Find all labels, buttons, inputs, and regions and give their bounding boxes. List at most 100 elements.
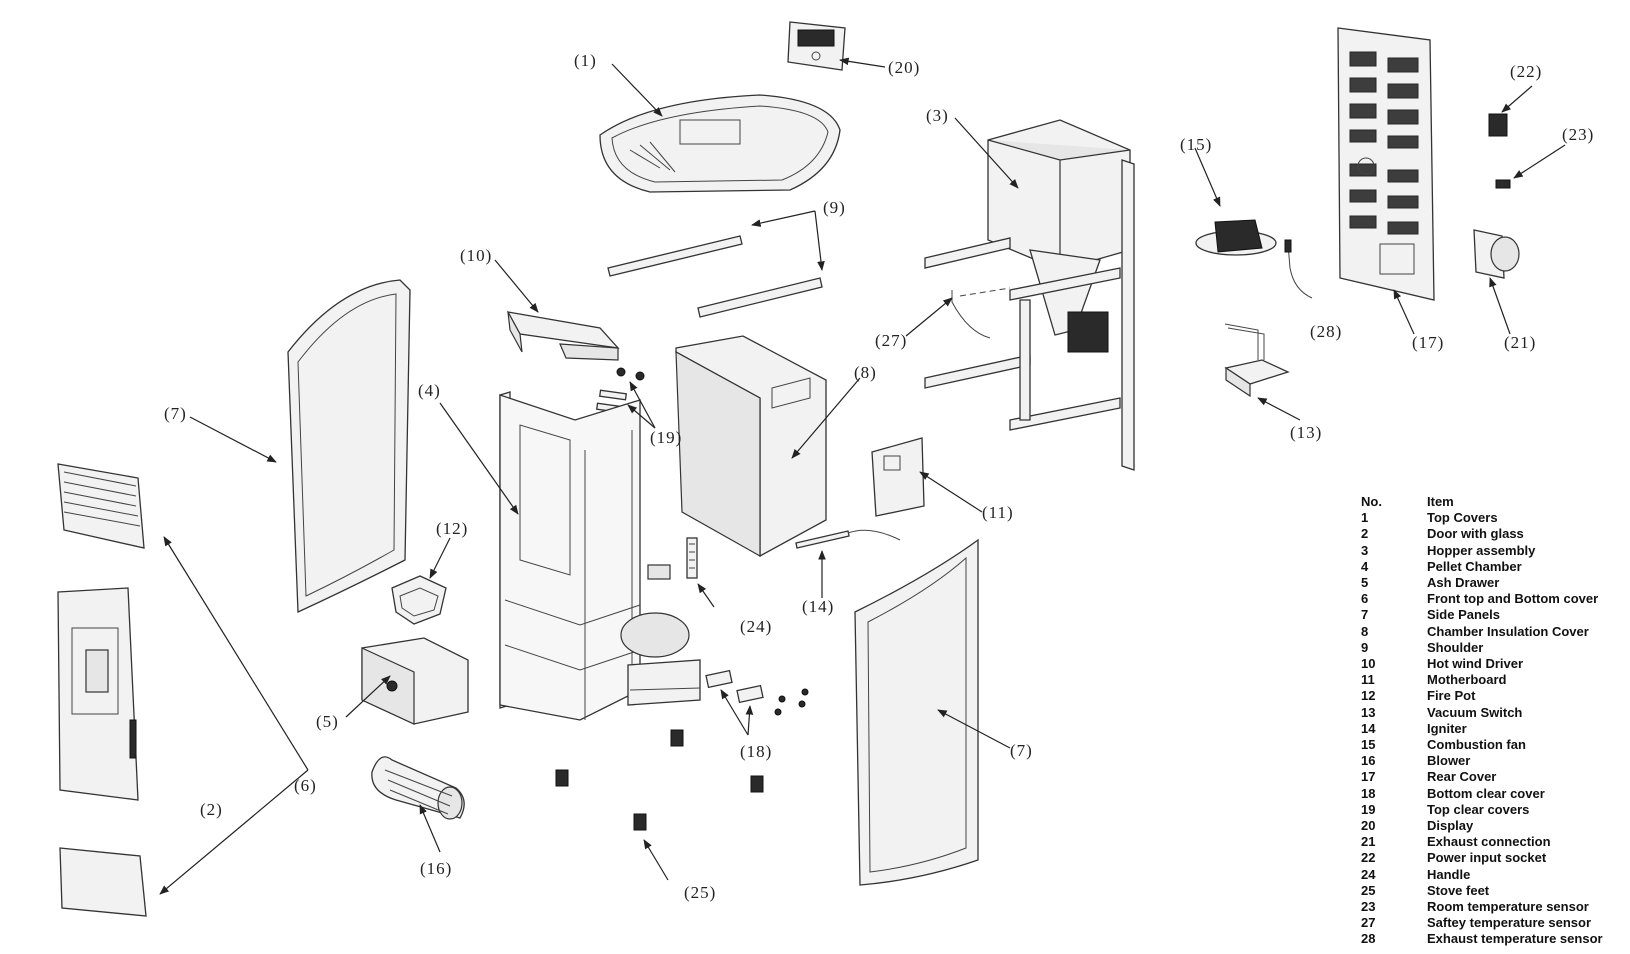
legend-row: 15 Combustion fan: [1361, 737, 1627, 753]
legend-row-number: 11: [1361, 672, 1375, 688]
legend-row-item: Handle: [1427, 866, 1471, 882]
legend-row-item: Bottom clear cover: [1427, 785, 1545, 801]
legend-row-number: 17: [1361, 769, 1376, 785]
legend-row-item: Motherboard: [1427, 672, 1507, 688]
handle: [686, 537, 698, 579]
callout-17: (17): [1412, 333, 1444, 352]
legend-row: 11 Motherboard: [1361, 672, 1627, 688]
callout-19: (19): [650, 428, 682, 447]
callout-2: (2): [200, 800, 223, 819]
legend-row-item: Room temperature sensor: [1427, 899, 1589, 915]
callout-14: (14): [802, 597, 834, 616]
callout-5: (5): [316, 712, 339, 731]
callout-22: (22): [1510, 62, 1542, 81]
callout-3: (3): [926, 106, 949, 125]
side-panel-right: [854, 538, 979, 886]
callout-24: (24): [740, 617, 772, 636]
legend-row: 3 Hopper assembly: [1361, 543, 1627, 559]
legend-row-number: 27: [1361, 915, 1376, 931]
callout-28: (28): [1310, 322, 1342, 341]
callout-labels: (1) (2) (3) (4) (5) (6) (7) (7) (8) (9) …: [164, 51, 1594, 902]
igniter: [795, 529, 901, 549]
legend-row-number: 24: [1361, 866, 1376, 882]
callout-7-left: (7): [164, 404, 187, 423]
legend-row: 28 Exhaust temperature sensor: [1361, 931, 1627, 947]
legend-row-item: Fire Pot: [1427, 688, 1476, 704]
callout-23: (23): [1562, 125, 1594, 144]
legend-row-item: Hopper assembly: [1427, 542, 1536, 558]
legend-row: 20 Display: [1361, 818, 1627, 834]
legend-row-item: Display: [1427, 818, 1474, 834]
callout-12: (12): [436, 519, 468, 538]
legend-row-item: Stove feet: [1427, 882, 1490, 898]
legend-row-number: 15: [1361, 737, 1376, 753]
hot-wind-driver: [506, 311, 620, 361]
bottom-clear-covers: [705, 669, 809, 716]
rear-cover: [1337, 27, 1435, 301]
legend-row-item: Door with glass: [1427, 526, 1524, 542]
callout-6: (6): [294, 776, 317, 795]
legend-row-number: 13: [1361, 704, 1376, 720]
callout-7-right: (7): [1010, 741, 1033, 760]
legend-row-number: 20: [1361, 818, 1376, 834]
legend-row-number: 28: [1361, 931, 1376, 947]
legend-row-item: Top clear covers: [1427, 801, 1530, 817]
legend-row-item: Hot wind Driver: [1427, 656, 1524, 672]
motherboard: [871, 437, 925, 517]
legend-row: 24 Handle: [1361, 867, 1627, 883]
power-input-socket: [1488, 113, 1508, 137]
stove-feet: [555, 729, 764, 831]
callout-11: (11): [982, 503, 1014, 522]
legend-row-number: 5: [1361, 575, 1369, 591]
callout-13: (13): [1290, 423, 1322, 442]
legend-row-number: 3: [1361, 542, 1369, 558]
legend-row-item: Rear Cover: [1427, 769, 1497, 785]
legend-row-number: 4: [1361, 558, 1369, 574]
blower-fan: [371, 756, 465, 820]
chamber-insulation-cover: [675, 335, 827, 558]
legend-row-number: 23: [1361, 899, 1376, 915]
callout-18: (18): [740, 742, 772, 761]
legend-header: No. Item: [1361, 494, 1627, 510]
legend-row-item: Exhaust temperature sensor: [1427, 931, 1603, 947]
legend-row-number: 25: [1361, 882, 1376, 898]
legend-row-number: 6: [1361, 591, 1369, 607]
door-with-glass: [57, 587, 139, 801]
legend-row-item: Exhaust connection: [1427, 834, 1551, 850]
legend-row-number: 7: [1361, 607, 1369, 623]
legend-row-number: 12: [1361, 688, 1376, 704]
legend-row-item: Ash Drawer: [1427, 575, 1500, 591]
legend-row-item: Power input socket: [1427, 850, 1547, 866]
legend-row: 12 Fire Pot: [1361, 688, 1627, 704]
callout-25: (25): [684, 883, 716, 902]
combustion-fan: [1195, 219, 1277, 256]
legend-row-item: Chamber Insulation Cover: [1427, 623, 1589, 639]
legend-row-number: 16: [1361, 753, 1376, 769]
legend-row-item: Top Covers: [1427, 510, 1498, 526]
legend-row: 5 Ash Drawer: [1361, 575, 1627, 591]
legend-row: 10 Hot wind Driver: [1361, 656, 1627, 672]
legend-row-item: Combustion fan: [1427, 737, 1526, 753]
shoulder-brackets: [607, 235, 823, 318]
hopper-assembly: [924, 119, 1135, 471]
legend-row: 25 Stove feet: [1361, 883, 1627, 899]
legend-row-number: 9: [1361, 639, 1369, 655]
vacuum-switch: [1224, 323, 1290, 398]
legend-row-number: 2: [1361, 526, 1369, 542]
legend-row-number: 10: [1361, 656, 1376, 672]
exhaust-connection: [1473, 229, 1520, 279]
side-panel-left: [287, 279, 411, 613]
